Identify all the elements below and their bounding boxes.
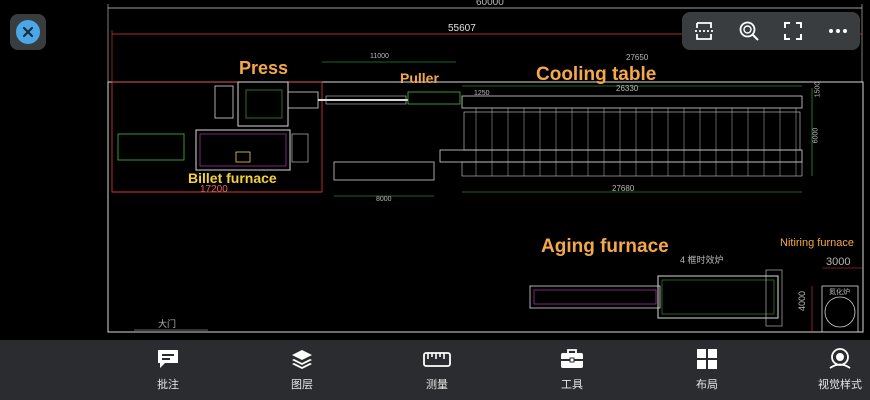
close-icon (16, 20, 40, 44)
zoom-icon (739, 21, 759, 41)
bottom-item-layers[interactable]: 图层 (267, 348, 337, 392)
toolbox-icon (561, 349, 583, 368)
ruler-icon (423, 352, 451, 367)
close-button[interactable] (10, 14, 46, 50)
layers-icon (292, 350, 312, 369)
bottom-item-label: 批注 (157, 378, 179, 391)
bottom-item-label: 布局 (696, 378, 718, 391)
dim-puller-span: 11000 (370, 53, 389, 60)
layout-icon (697, 349, 717, 369)
dim-nitiring-height: 4000 (797, 290, 808, 312)
label-aging-furnace-cn: 4 框时效炉 (680, 255, 724, 265)
dim-table-bottom: 27680 (612, 184, 635, 193)
cad-drawing-canvas[interactable]: 60000 55607 17200 8000 27650 26330 27680… (0, 0, 870, 340)
label-aging-furnace: Aging furnace (541, 236, 669, 257)
label-nitiring-furnace: Nitiring furnace (780, 237, 854, 249)
bottom-item-visual-style[interactable]: 视觉样式 (805, 348, 870, 392)
more-icon (828, 29, 847, 33)
bottom-item-label: 视觉样式 (818, 378, 862, 391)
dim-inner-width: 55607 (448, 23, 476, 34)
visual-style-icon (829, 348, 851, 369)
label-press: Press (239, 58, 289, 78)
bottom-item-label: 测量 (426, 378, 448, 391)
bottom-item-layout[interactable]: 布局 (672, 348, 742, 392)
label-gate: 大门 (158, 319, 177, 329)
label-puller: Puller (400, 70, 439, 86)
cad-drawing (107, 4, 864, 333)
annotation-icon (158, 350, 178, 368)
zoom-button[interactable] (733, 15, 765, 47)
bottom-item-label: 图层 (291, 378, 313, 391)
building-outline (107, 81, 864, 333)
view-toolbar (682, 12, 860, 50)
label-cooling-table: Cooling table (536, 64, 657, 85)
dim-runout: 8000 (376, 196, 392, 203)
dim-cooling-small: 1500 (814, 81, 822, 98)
dim-nitiring-width: 3000 (826, 256, 851, 268)
fit-width-button[interactable] (688, 15, 720, 47)
bottom-toolbar: 批注 图层 测量 工具 布局 (0, 340, 870, 400)
bottom-item-tools[interactable]: 工具 (537, 348, 607, 392)
dim-table-top: 27650 (626, 53, 649, 62)
bottom-item-label: 工具 (561, 378, 583, 391)
label-billet-furnace: Billet furnace (188, 170, 277, 186)
fit-width-icon (695, 22, 714, 40)
fullscreen-icon (784, 22, 803, 40)
bottom-item-measure[interactable]: 测量 (402, 348, 472, 392)
bottom-item-annotation[interactable]: 批注 (133, 348, 203, 392)
label-nitiring-furnace-cn: 氮化炉 (829, 289, 850, 296)
fullscreen-button[interactable] (777, 15, 809, 47)
dim-small-1250: 1250 (474, 90, 490, 97)
dim-table-inner: 26330 (616, 84, 639, 93)
dim-billet-length: 17200 (200, 184, 228, 195)
dim-total-width: 60000 (476, 0, 504, 8)
more-button[interactable] (822, 15, 854, 47)
dim-table-height: 6000 (812, 127, 820, 144)
